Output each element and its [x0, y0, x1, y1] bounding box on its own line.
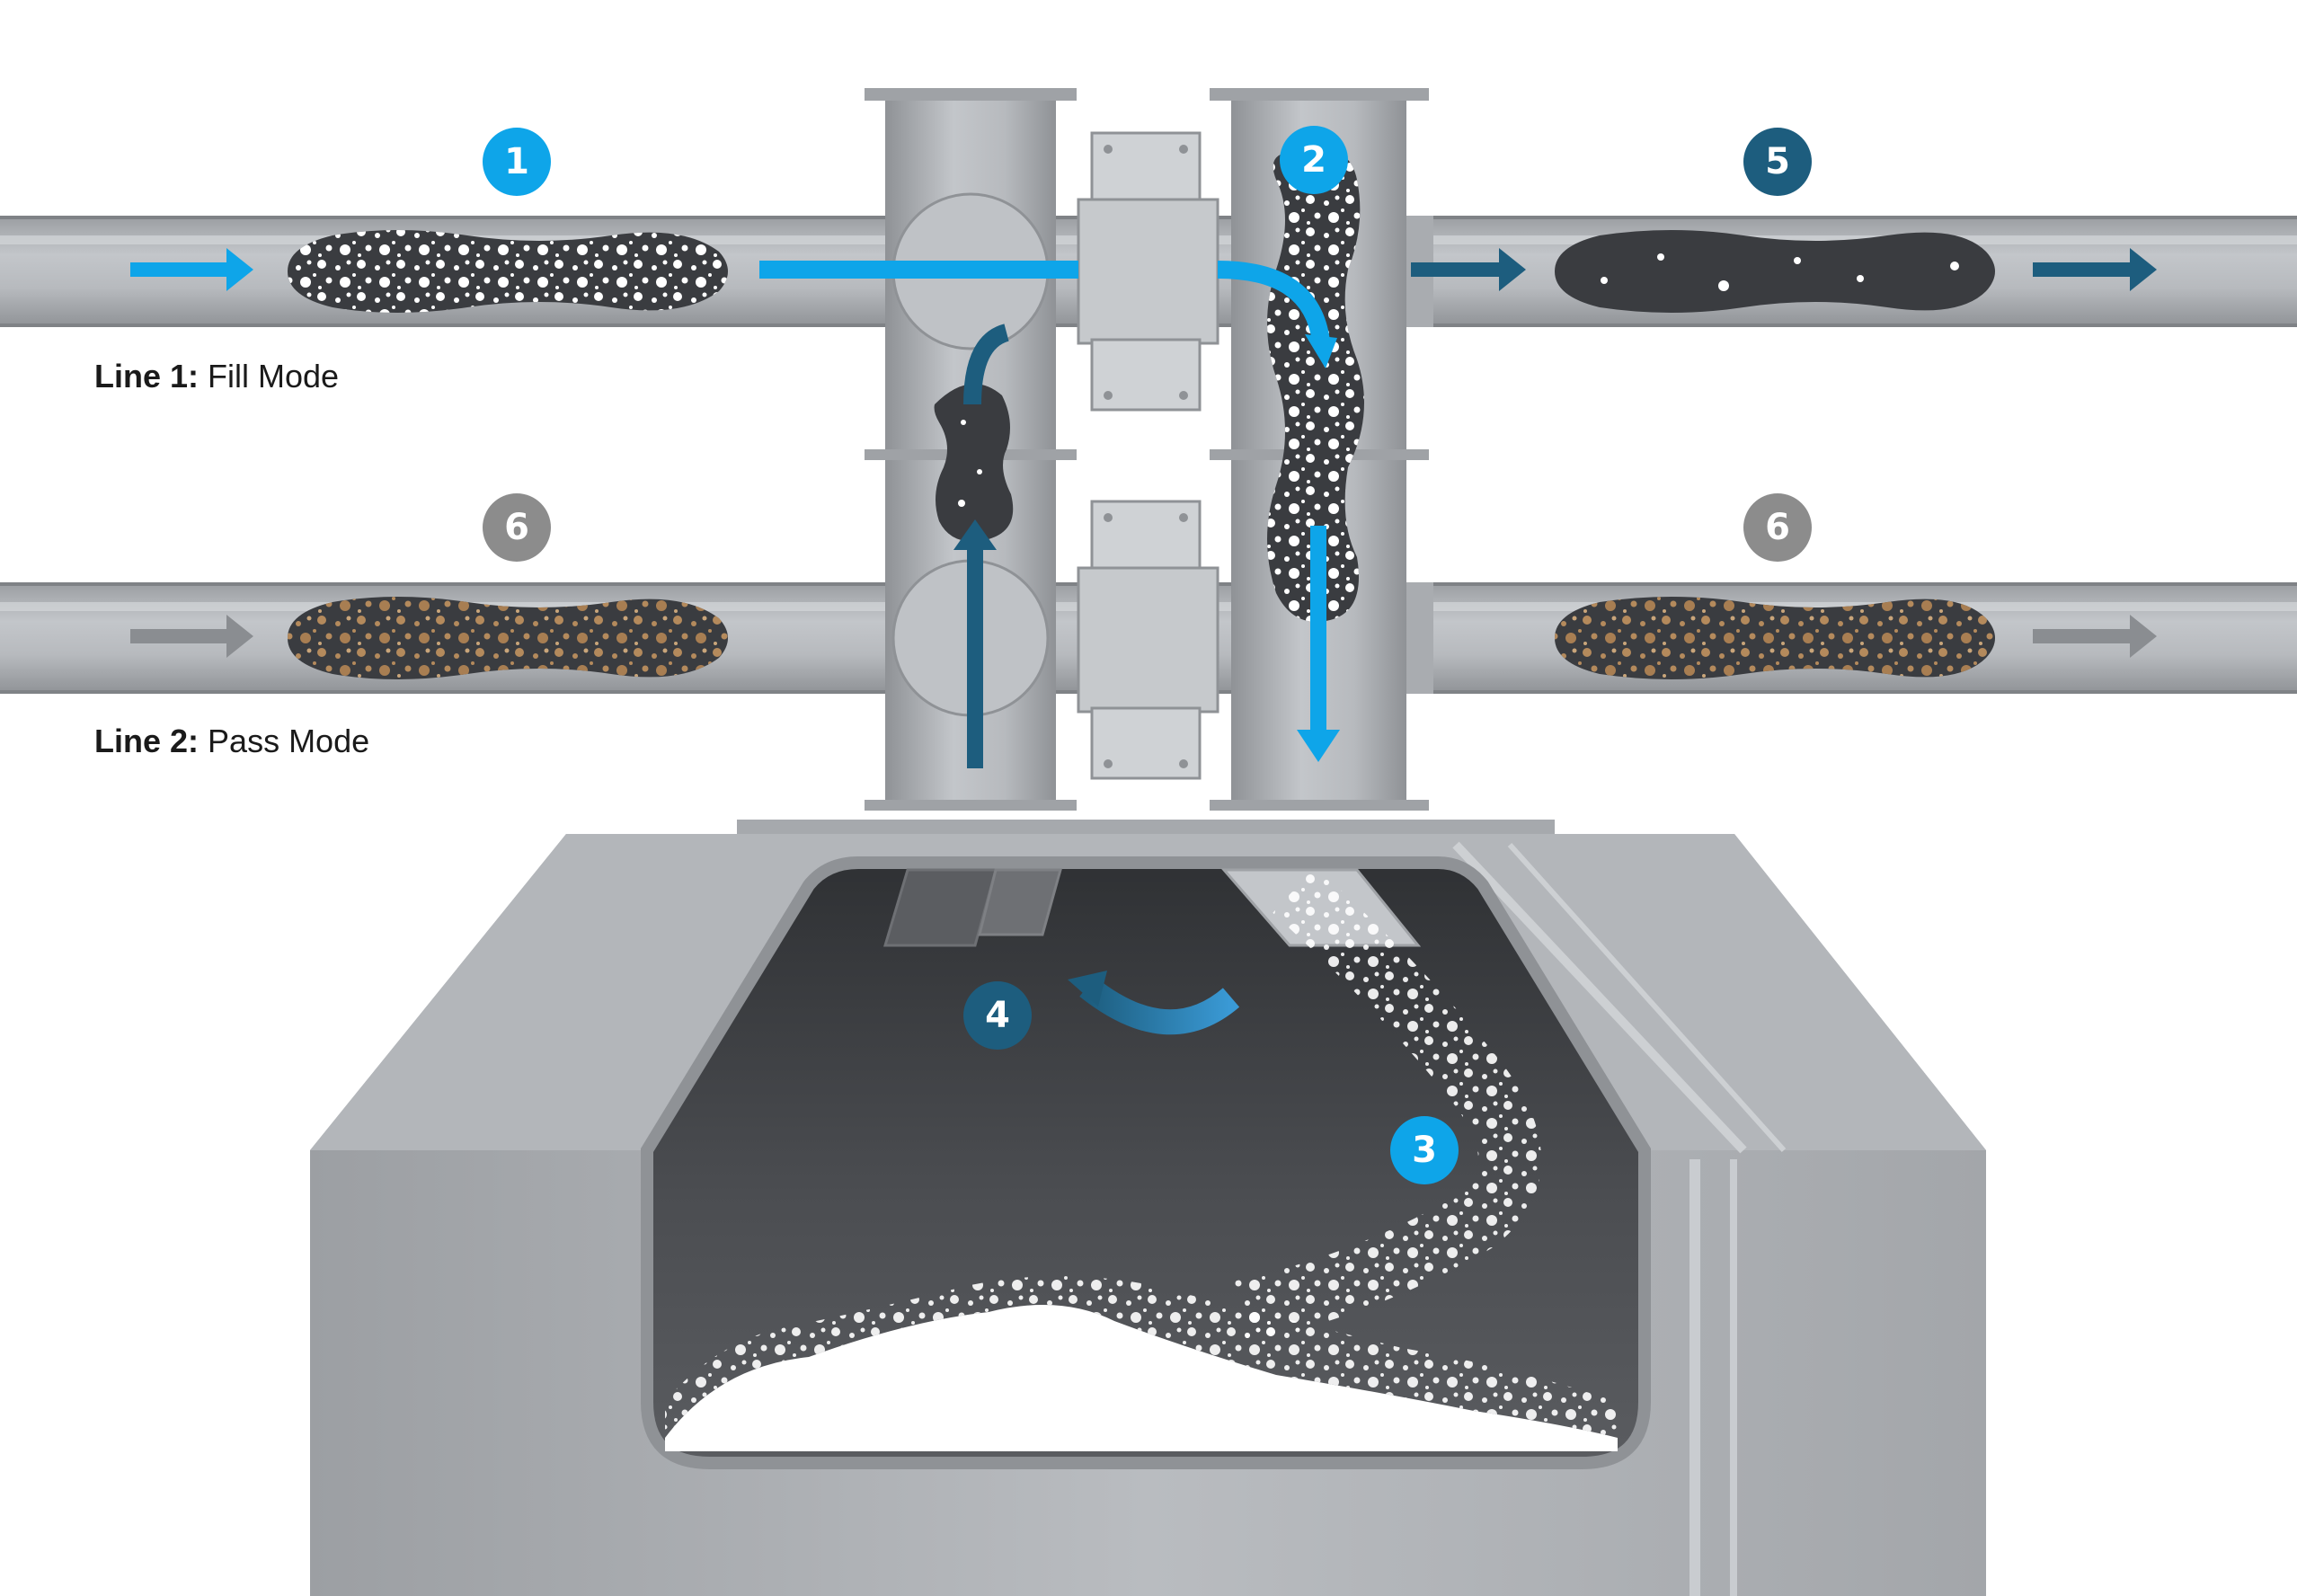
step-badge-2: 2: [1280, 126, 1348, 194]
vertical-powder-column: [1267, 147, 1364, 623]
line2-powder-slug-left: [288, 597, 728, 679]
line2-powder-slug-right: [1555, 597, 1995, 679]
step-badge-5: 5: [1743, 128, 1812, 196]
line1-label-mode: Fill Mode: [208, 358, 340, 395]
step-badge-1: 1: [483, 128, 551, 196]
line1-label-bold: Line 1:: [94, 358, 200, 395]
valve-line1: [1077, 131, 1219, 412]
flow-arrow-icon: [130, 248, 2157, 768]
line1-powder-slug: [288, 230, 728, 313]
svg-text:1: 1: [504, 141, 529, 182]
svg-text:5: 5: [1765, 141, 1790, 182]
powder-particles-icon: [665, 866, 1618, 1451]
step-badge-6-left: 6: [483, 493, 551, 562]
step-badge-6-right: 6: [1743, 493, 1812, 562]
step-badge-4: 4: [963, 981, 1032, 1050]
line1-label: Line 1: Fill Mode: [94, 358, 339, 395]
line2-label-bold: Line 2:: [94, 723, 200, 759]
line1-clean-air-slug: [1555, 230, 1995, 313]
rotation-arrow-icon: [1068, 971, 1240, 1035]
line2-label-mode: Pass Mode: [208, 723, 370, 759]
line2-label: Line 2: Pass Mode: [94, 723, 369, 760]
svg-text:6: 6: [1765, 507, 1790, 548]
svg-text:3: 3: [1412, 1130, 1437, 1171]
step-badge-3: 3: [1390, 1116, 1459, 1184]
svg-text:4: 4: [985, 995, 1010, 1036]
svg-text:2: 2: [1301, 139, 1326, 181]
svg-text:6: 6: [504, 507, 529, 548]
vacuum-air-slug: [934, 384, 1014, 542]
valve-line2: [1077, 500, 1219, 780]
